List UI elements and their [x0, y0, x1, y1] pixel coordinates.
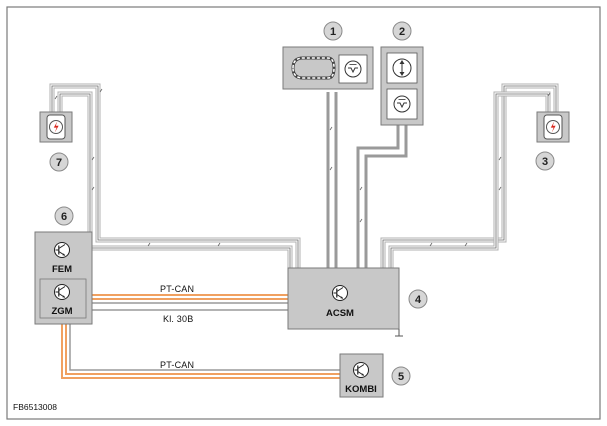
callout-2-number: 2: [399, 26, 405, 38]
airbag-igniter-left: [39, 111, 73, 143]
wire-seatbelt-sensor: [326, 92, 338, 268]
callout-4-number: 4: [415, 294, 422, 306]
acsm-module: ACSM: [287, 267, 403, 337]
wire-igniter-left: [49, 83, 301, 268]
callout-7-number: 7: [56, 157, 62, 169]
wire-tick-marks: [54, 88, 551, 247]
seat-belt-sensor: [282, 46, 374, 90]
wire-sensor-2: [356, 124, 408, 268]
wire-ptcan-bottom: [61, 324, 340, 379]
accelerometer-sensor-icon: [344, 60, 362, 78]
callout-6: 6: [54, 206, 74, 226]
acsm-label: ACSM: [326, 308, 354, 319]
callout-4: 4: [408, 289, 428, 309]
lightning-igniter-icon: [46, 114, 66, 140]
wire-igniter-right: [380, 83, 559, 268]
wire-ptcan-top: [92, 294, 288, 304]
callout-7: 7: [49, 152, 69, 172]
callout-1-number: 1: [330, 26, 336, 38]
callout-1: 1: [323, 21, 343, 41]
ptcan-bottom-label: PT-CAN: [160, 360, 194, 370]
callout-5: 5: [391, 366, 411, 386]
kl30b-label: Kl. 30B: [163, 314, 193, 324]
lightning-igniter-icon: [543, 114, 563, 140]
zgm-transistor-icon: [53, 283, 71, 301]
airbag-igniter-right: [536, 111, 570, 143]
callout-3-number: 3: [542, 156, 548, 168]
sensor-unit-2: [380, 46, 424, 126]
kombi-label: KOMBI: [345, 384, 377, 395]
fem-label: FEM: [52, 264, 72, 275]
callout-2: 2: [392, 21, 412, 41]
kombi-transistor-icon: [352, 361, 370, 379]
figure-id: FB6513008: [13, 402, 57, 412]
callout-3: 3: [535, 151, 555, 171]
accelerometer-sensor-icon: [393, 95, 411, 113]
up-down-arrow-icon: [392, 58, 412, 78]
acsm-transistor-icon: [331, 284, 349, 302]
kombi-module: KOMBI: [339, 353, 384, 398]
zgm-label: ZGM: [51, 306, 72, 317]
callout-5-number: 5: [398, 371, 404, 383]
callout-6-number: 6: [61, 211, 67, 223]
fem-zgm-unit: FEM ZGM: [34, 231, 93, 325]
fem-transistor-icon: [53, 241, 71, 259]
seat-belt-strap-icon: [291, 56, 336, 80]
ptcan-top-label: PT-CAN: [160, 284, 194, 294]
